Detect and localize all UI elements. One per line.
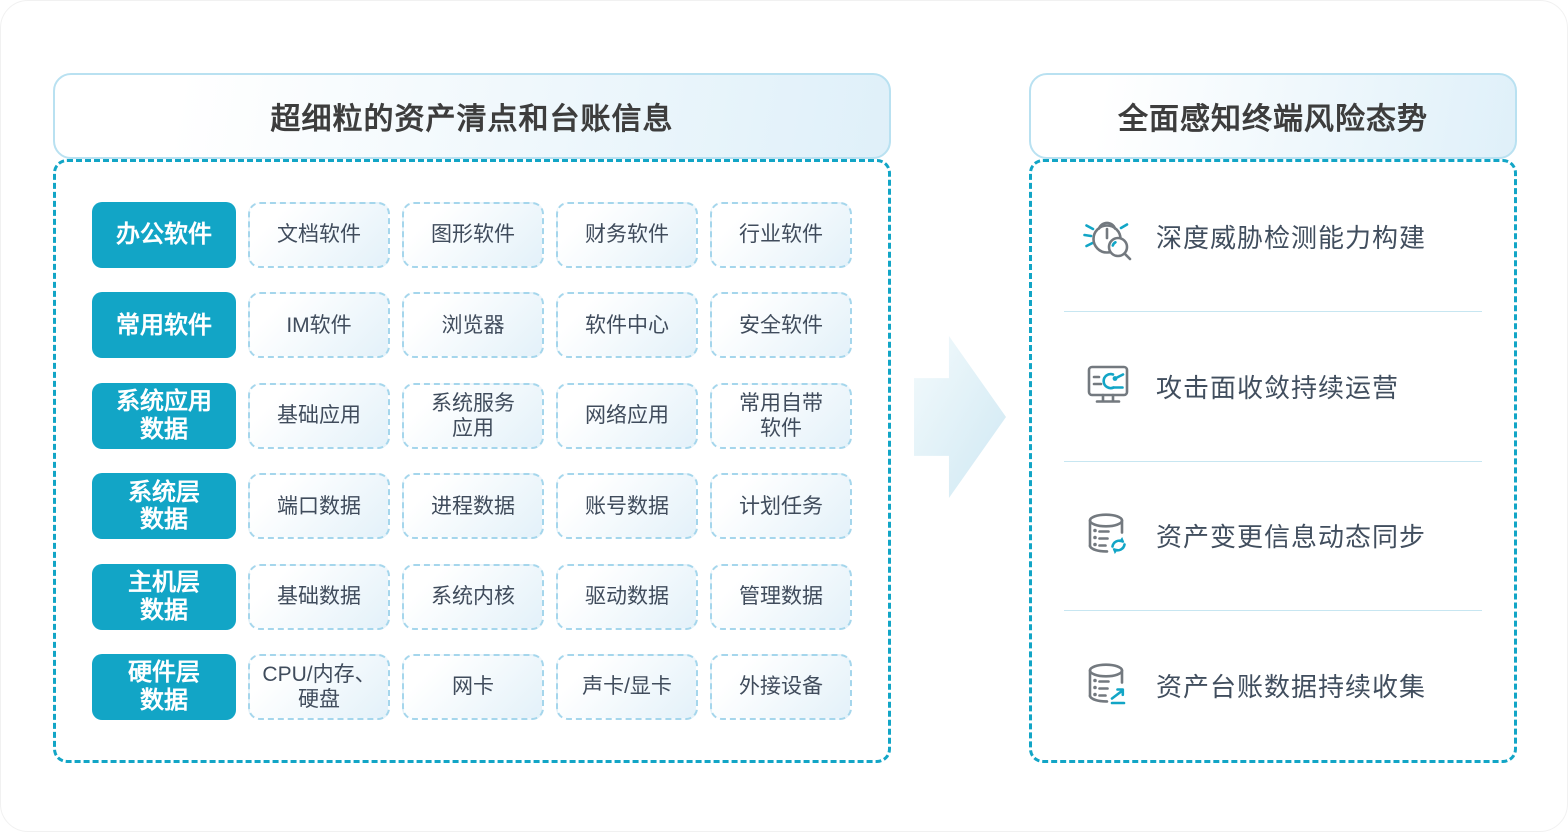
asset-category-label: 系统应用 数据 [92, 382, 236, 449]
asset-item: 系统内核 [402, 563, 544, 630]
asset-item: 基础应用 [248, 382, 390, 449]
asset-row-system-app-data: 系统应用 数据 基础应用 系统服务 应用 网络应用 常用自带 软件 [92, 382, 852, 449]
asset-row-system-layer-data: 系统层 数据 端口数据 进程数据 账号数据 计划任务 [92, 473, 852, 540]
asset-item: 网卡 [402, 653, 544, 720]
feature-row-attack-surface: 攻击面收敛持续运营 [1064, 312, 1482, 462]
asset-item: 财务软件 [556, 202, 698, 268]
feature-label: 攻击面收敛持续运营 [1156, 372, 1400, 403]
asset-item: 声卡/显卡 [556, 653, 698, 720]
asset-inventory-title: 超细粒的资产清点和台账信息 [53, 73, 891, 159]
asset-inventory-panel: 办公软件 文档软件 图形软件 财务软件 行业软件 常用软件 IM软件 浏览器 软… [53, 159, 891, 763]
feature-row-asset-ledger-collect: 资产台账数据持续收集 [1064, 611, 1482, 760]
asset-category-label: 主机层 数据 [92, 563, 236, 630]
asset-item: 浏览器 [402, 292, 544, 359]
asset-item: 软件中心 [556, 292, 698, 359]
asset-row-office-software: 办公软件 文档软件 图形软件 财务软件 行业软件 [92, 202, 852, 268]
risk-awareness-title: 全面感知终端风险态势 [1029, 73, 1517, 159]
asset-item: 基础数据 [248, 563, 390, 630]
asset-item: 端口数据 [248, 473, 390, 540]
monitor-attack-surface-icon [1080, 358, 1136, 414]
asset-row-hardware-layer-data: 硬件层 数据 CPU/内存、 硬盘 网卡 声卡/显卡 外接设备 [92, 653, 852, 720]
asset-item: 计划任务 [710, 473, 852, 540]
asset-item: 管理数据 [710, 563, 852, 630]
asset-item: 文档软件 [248, 202, 390, 268]
feature-label: 资产台账数据持续收集 [1156, 672, 1427, 703]
asset-category-label: 硬件层 数据 [92, 653, 236, 720]
asset-item: CPU/内存、 硬盘 [248, 653, 390, 720]
asset-item: 账号数据 [556, 473, 698, 540]
feature-label: 深度威胁检测能力构建 [1156, 222, 1427, 253]
asset-category-label: 系统层 数据 [92, 473, 236, 540]
asset-item: 网络应用 [556, 382, 698, 449]
asset-item: 驱动数据 [556, 563, 698, 630]
asset-item: 常用自带 软件 [710, 382, 852, 449]
database-sync-icon [1080, 508, 1136, 564]
asset-item: 图形软件 [402, 202, 544, 268]
asset-item: 系统服务 应用 [402, 382, 544, 449]
asset-category-label: 常用软件 [92, 292, 236, 359]
bug-scan-icon [1080, 208, 1136, 264]
feature-row-asset-change-sync: 资产变更信息动态同步 [1064, 462, 1482, 612]
risk-awareness-panel: 深度威胁检测能力构建 攻击面收敛持续运营 [1029, 159, 1517, 763]
asset-row-host-layer-data: 主机层 数据 基础数据 系统内核 驱动数据 管理数据 [92, 563, 852, 630]
feature-row-threat-detection: 深度威胁检测能力构建 [1064, 162, 1482, 312]
asset-category-label: 办公软件 [92, 202, 236, 268]
asset-item: IM软件 [248, 292, 390, 359]
feature-label: 资产变更信息动态同步 [1156, 522, 1427, 553]
asset-item: 进程数据 [402, 473, 544, 540]
database-collect-icon [1080, 658, 1136, 714]
asset-item: 安全软件 [710, 292, 852, 359]
asset-item: 行业软件 [710, 202, 852, 268]
asset-row-common-software: 常用软件 IM软件 浏览器 软件中心 安全软件 [92, 292, 852, 359]
asset-item: 外接设备 [710, 653, 852, 720]
right-arrow-icon [914, 336, 1006, 498]
